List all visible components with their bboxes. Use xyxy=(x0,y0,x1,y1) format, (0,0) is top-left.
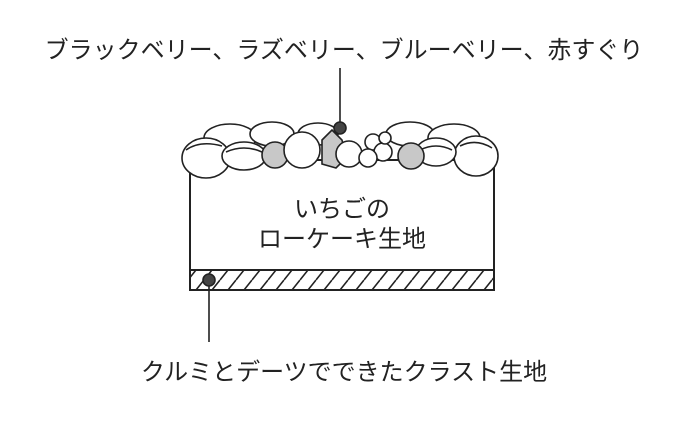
filling-layer xyxy=(189,159,495,271)
crust-label: クルミとデーツでできたクラスト生地 xyxy=(140,358,548,386)
filling-label-line1: いちごの xyxy=(294,195,390,223)
berry-topping xyxy=(181,121,499,179)
topping-label: ブラックベリー、ラズベリー、ブルーベリー、赤すぐり xyxy=(44,36,644,64)
filling-label-line2: ローケーキ生地 xyxy=(258,225,426,253)
crust-marker-dot xyxy=(202,273,216,287)
filling-label: いちごの ローケーキ生地 xyxy=(190,194,494,254)
crust-layer xyxy=(189,269,495,291)
topping-marker-dot xyxy=(333,121,347,135)
